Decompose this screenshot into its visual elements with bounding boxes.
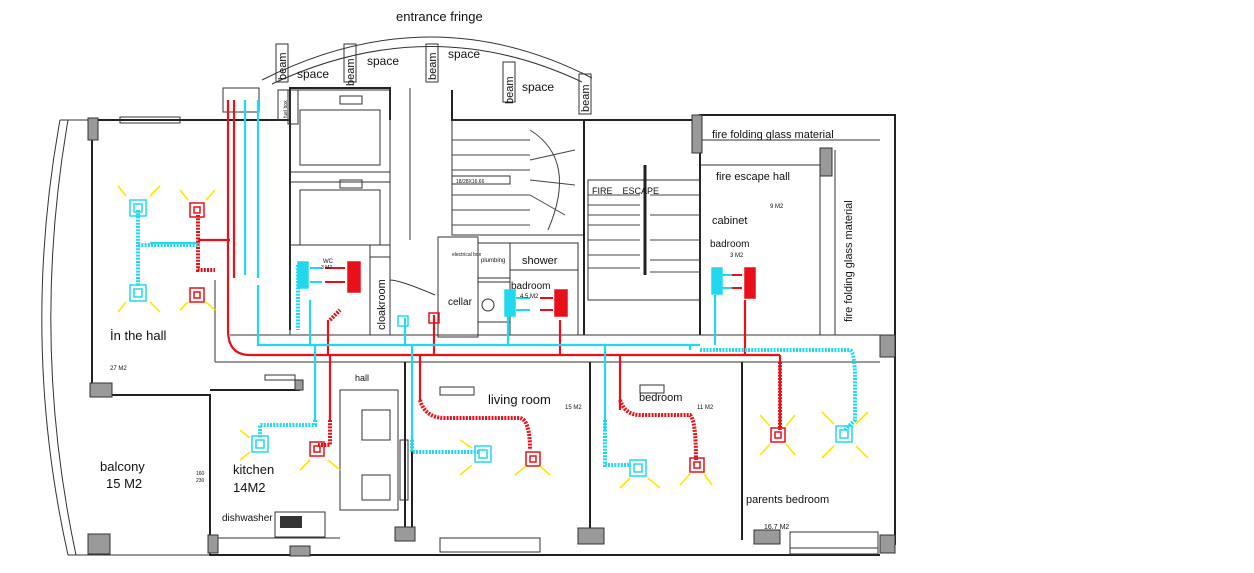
stair-tag-label: 18/28X16.66 <box>456 179 485 185</box>
space-label-3: space <box>448 47 480 61</box>
fire-escape-hall-label: fire escape hall <box>716 171 790 183</box>
cloakroom-label: cloakroom <box>376 279 388 330</box>
dim-a-label: 160 <box>196 471 205 477</box>
electrical-label: electrical box <box>452 252 482 258</box>
living-room-label: living room <box>488 392 551 407</box>
stair-treads <box>452 129 576 231</box>
fire-folding-top-label: fire folding glass material <box>712 129 834 141</box>
space-label-2: space <box>367 54 399 68</box>
area-3-label: 3 M2 <box>730 253 744 259</box>
dishwasher-label: dishwasher <box>222 513 273 524</box>
walls <box>41 36 896 557</box>
kitchen-area-label: 14M2 <box>233 480 266 495</box>
area-9-label: 9 M2 <box>770 204 784 210</box>
area-45-label: 4.5 M2 <box>520 294 539 300</box>
supply-lines <box>198 100 782 430</box>
fire-folding-side-label: fire folding glass material <box>843 200 855 322</box>
wc-area-label: 3 M2 <box>321 265 332 271</box>
cabinet-label: cabinet <box>712 215 747 227</box>
entrance-fringe-label: entrance fringe <box>396 9 483 24</box>
fuel-box-label: fuel box <box>283 100 289 118</box>
in-the-hall-label: İn the hall <box>110 328 166 343</box>
wc-label: WC <box>323 259 334 265</box>
kitchen-label: kitchen <box>233 462 274 477</box>
beam-label-1: beam <box>277 52 289 80</box>
badroom-mid-label: badroom <box>511 281 550 292</box>
living-area-label: 15 M2 <box>565 405 582 411</box>
fire-escape-sign: FIRE ESCAPE <box>592 186 659 196</box>
beam-label-2: beam <box>345 58 357 86</box>
hall-label: hall <box>355 373 369 383</box>
bedroom-area-label: 11 M2 <box>697 405 714 411</box>
parents-bedroom-label: parents bedroom <box>746 494 829 506</box>
bedroom-label: bedroom <box>639 392 682 404</box>
hall-area-label: 27 M2 <box>110 366 127 372</box>
beam-label-4: beam <box>504 76 516 104</box>
beam-label-5: beam <box>580 84 592 112</box>
beam-label-3: beam <box>427 52 439 80</box>
fire-escape-stair <box>588 165 700 275</box>
plumbing-label: plumbing <box>481 258 505 264</box>
diffusers <box>117 185 869 489</box>
cellar-label: cellar <box>448 297 473 308</box>
shower-label: shower <box>522 255 558 267</box>
dim-b-label: 230 <box>196 478 205 484</box>
balcony-label: balcony <box>100 459 145 474</box>
space-label-1: space <box>297 67 329 81</box>
room-labels: entrance fringe space space space space … <box>100 9 855 531</box>
space-label-4: space <box>522 80 554 94</box>
parents-area-label: 16.7 M2 <box>764 524 789 531</box>
balcony-area-label: 15 M2 <box>106 476 142 491</box>
return-lines <box>150 100 717 450</box>
badroom-small-label: badroom <box>710 239 749 250</box>
